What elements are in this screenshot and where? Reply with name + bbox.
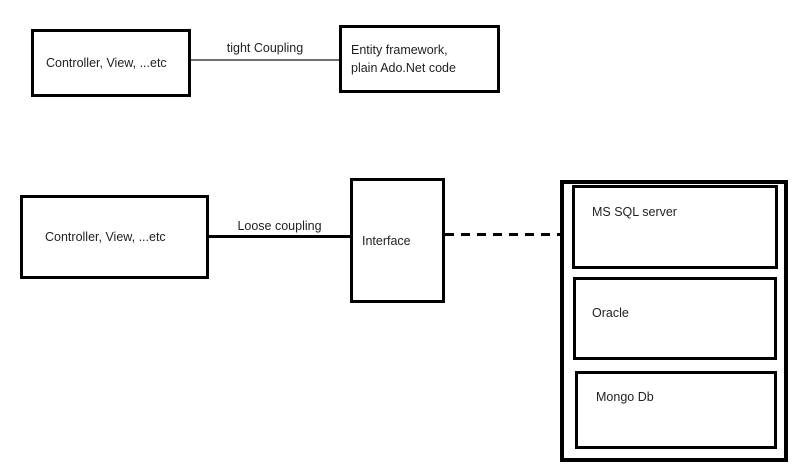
mongo-db-label: Mongo Db (596, 390, 654, 404)
tight-coupling-connector-line (191, 59, 339, 61)
controller-view-label-loose: Controller, View, ...etc (45, 230, 166, 244)
interface-box: Interface (350, 178, 445, 303)
loose-coupling-connector-line (209, 235, 350, 238)
controller-view-box-tight: Controller, View, ...etc (31, 29, 191, 97)
interface-to-databases-dashed-line (445, 233, 560, 236)
mongo-db-box: Mongo Db (575, 371, 777, 449)
loose-coupling-label: Loose coupling (237, 219, 322, 233)
controller-view-label-tight: Controller, View, ...etc (46, 56, 167, 70)
entity-framework-box: Entity framework, plain Ado.Net code (339, 25, 500, 93)
oracle-label: Oracle (592, 306, 629, 320)
tight-coupling-label: tight Coupling (226, 41, 304, 55)
mssql-server-label: MS SQL server (592, 205, 677, 219)
oracle-box: Oracle (573, 277, 777, 360)
entity-framework-label: Entity framework, plain Ado.Net code (351, 43, 456, 75)
databases-container-box: MS SQL server Oracle Mongo Db (560, 180, 788, 462)
controller-view-box-loose: Controller, View, ...etc (20, 195, 209, 279)
interface-label: Interface (362, 233, 411, 248)
mssql-server-box: MS SQL server (572, 185, 778, 269)
